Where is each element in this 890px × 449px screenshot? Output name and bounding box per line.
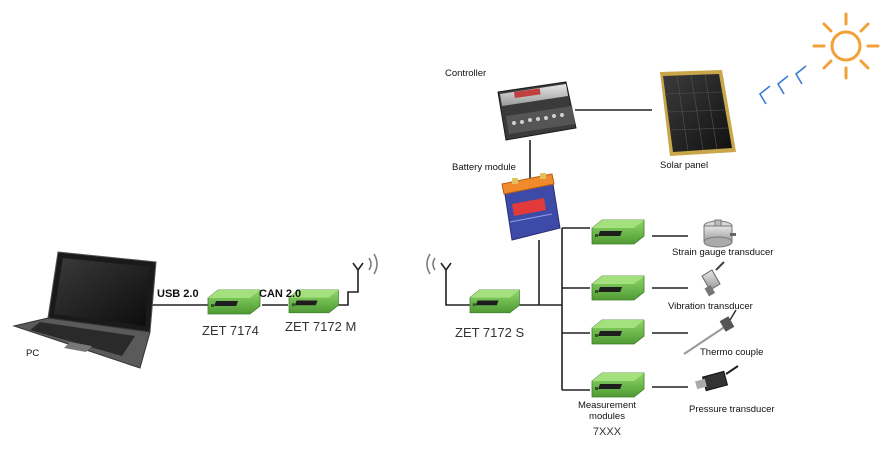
thermocouple-icon bbox=[683, 309, 737, 355]
sunlight-rays-icon bbox=[758, 65, 807, 105]
measurement-module-4 bbox=[591, 372, 645, 398]
can-label: CAN 2.0 bbox=[259, 288, 302, 300]
pressure-transducer-icon bbox=[695, 365, 739, 392]
solar-panel-label: Solar panel bbox=[660, 160, 709, 171]
wireless-signal-icon bbox=[368, 253, 436, 275]
strain-gauge-transducer-icon bbox=[703, 219, 736, 248]
strain-gauge-label: Strain gauge transducer bbox=[672, 247, 774, 258]
zet7172m-label: ZET 7172 M bbox=[285, 319, 357, 334]
battery-icon bbox=[501, 173, 561, 241]
controller-icon bbox=[497, 81, 577, 141]
pressure-label: Pressure transducer bbox=[689, 404, 775, 415]
thermocouple-label: Thermo couple bbox=[700, 347, 764, 358]
laptop-icon bbox=[12, 251, 157, 369]
battery-label: Battery module bbox=[452, 162, 516, 173]
measurement-module-3 bbox=[591, 319, 645, 345]
vibration-label: Vibration transducer bbox=[668, 301, 753, 312]
pc-label: PC bbox=[26, 348, 40, 359]
measurement-module-2 bbox=[591, 275, 645, 301]
vibration-transducer-icon bbox=[701, 261, 725, 297]
measurement-label-line2: modules bbox=[589, 411, 625, 422]
connection-lines bbox=[148, 109, 688, 391]
model-label: 7XXX bbox=[592, 426, 622, 438]
zet7174-label: ZET 7174 bbox=[202, 323, 259, 338]
measurement-label-line1: Measurement bbox=[577, 400, 637, 411]
sun-icon bbox=[812, 12, 880, 80]
zet7174-module bbox=[207, 289, 261, 315]
zet7172s-module bbox=[469, 289, 520, 314]
solar-panel-icon bbox=[660, 70, 736, 156]
usb-label: USB 2.0 bbox=[157, 288, 199, 300]
antenna-icon bbox=[352, 262, 452, 271]
measurement-module-1 bbox=[591, 219, 645, 245]
zet7172s-label: ZET 7172 S bbox=[455, 325, 525, 340]
controller-label: Controller bbox=[445, 68, 487, 79]
